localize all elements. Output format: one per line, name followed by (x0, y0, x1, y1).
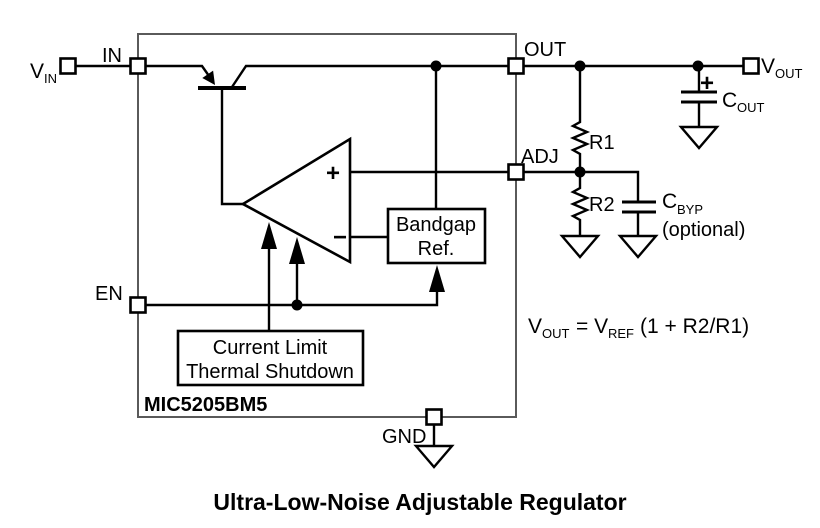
bandgap-label-line1: Bandgap (396, 214, 476, 236)
adj-pin-label: ADJ (521, 146, 559, 168)
bandgap-label-line2: Ref. (418, 238, 455, 260)
transistor-emitter-arrowhead (202, 70, 215, 85)
resistor-r2-zigzag (569, 172, 591, 236)
adj-wire (524, 170, 640, 201)
vin-label-sub: IN (44, 71, 57, 86)
junction-dots (291, 60, 704, 311)
opamp-triangle (240, 136, 352, 265)
ground-symbol-r2 (559, 234, 601, 259)
vout-label: V (761, 55, 775, 78)
vin-label: V (30, 60, 44, 83)
ground-triangle-gnd (413, 444, 455, 469)
transistor-emitter-wire (145, 64, 210, 77)
formula-ratio: (1 + R2/R1) (640, 315, 749, 338)
current-limit-label-line1: Current Limit (213, 337, 328, 359)
out-pin-square (507, 57, 525, 75)
opamp-enable-arrow-right (289, 237, 305, 264)
junction-dot (574, 166, 586, 178)
opamp-plus-label: + (326, 160, 340, 187)
ground-symbol-gnd-pin (413, 424, 455, 469)
vin-terminal-square (59, 57, 77, 75)
pnp-pass-transistor (198, 70, 246, 90)
diagram-caption: Ultra-Low-Noise Adjustable Regulator (213, 489, 626, 515)
formula-v-sub: OUT (542, 326, 570, 341)
cbyp-label-sub: BYP (677, 202, 703, 217)
ground-symbol-cbyp (617, 234, 659, 259)
enable-arrows (261, 222, 445, 331)
bandgap-ref-box (386, 207, 487, 265)
junction-dot (574, 60, 586, 72)
en-pin-label: EN (95, 283, 123, 305)
current-limit-block: Current Limit Thermal Shutdown (176, 329, 365, 387)
cout-label: C (722, 89, 737, 112)
gnd-pin-square (425, 408, 443, 426)
opamp-minus-label: − (333, 224, 347, 251)
junction-dot (692, 60, 704, 72)
bandgap-ref-block: Bandgap Ref. (386, 207, 487, 265)
formula-v: V (528, 315, 542, 338)
vout-terminal-square (742, 57, 760, 75)
current-limit-box (176, 329, 365, 387)
formula-vref-sub: REF (608, 326, 634, 341)
gnd-pin-label: GND (382, 426, 426, 448)
capacitor-cout: + C OUT (681, 66, 765, 127)
transistor-collector-wire (231, 64, 510, 88)
enable-wire (146, 291, 439, 307)
cout-label-sub: OUT (737, 100, 765, 115)
resistor-r1-label: R1 (589, 132, 615, 154)
pin-squares (59, 57, 760, 426)
in-pin-square (129, 57, 147, 75)
cout-polarity-sign: + (700, 70, 714, 97)
ground-triangle-r2 (559, 234, 601, 259)
formula-equals-vref: = V (576, 315, 608, 338)
out-pin-label: OUT (524, 39, 566, 61)
current-limit-label-line2: Thermal Shutdown (186, 361, 354, 383)
transistor-base-lead (220, 90, 243, 206)
bandgap-enable-arrow (429, 265, 445, 292)
in-pin-label: IN (102, 45, 122, 67)
output-voltage-formula: V OUT = V REF (1 + R2/R1) (528, 315, 749, 341)
resistor-r1-zigzag (569, 66, 591, 172)
en-pin-square (129, 296, 147, 314)
ground-triangle-cbyp (617, 234, 659, 259)
junction-dot (291, 299, 303, 311)
capacitor-cbyp: C BYP (optional) (622, 190, 745, 241)
opamp-enable-arrow-left (261, 222, 277, 249)
resistor-r2: R2 (569, 172, 615, 236)
cbyp-optional-note: (optional) (662, 219, 745, 241)
labels: V IN IN OUT ADJ EN GND V OUT MIC5205BM5 (30, 39, 803, 448)
junction-dot (430, 60, 442, 72)
resistor-r2-label: R2 (589, 194, 615, 216)
ground-symbol-cout (678, 125, 720, 150)
regulator-chip-outline (137, 33, 517, 418)
wires (75, 64, 744, 307)
adj-pin-square (507, 163, 525, 181)
ground-triangle-cout (678, 125, 720, 150)
part-number-label: MIC5205BM5 (144, 394, 267, 416)
opamp: + − (240, 136, 352, 265)
resistor-r1: R1 (569, 66, 615, 172)
cbyp-label: C (662, 190, 677, 213)
vout-label-sub: OUT (775, 66, 803, 81)
